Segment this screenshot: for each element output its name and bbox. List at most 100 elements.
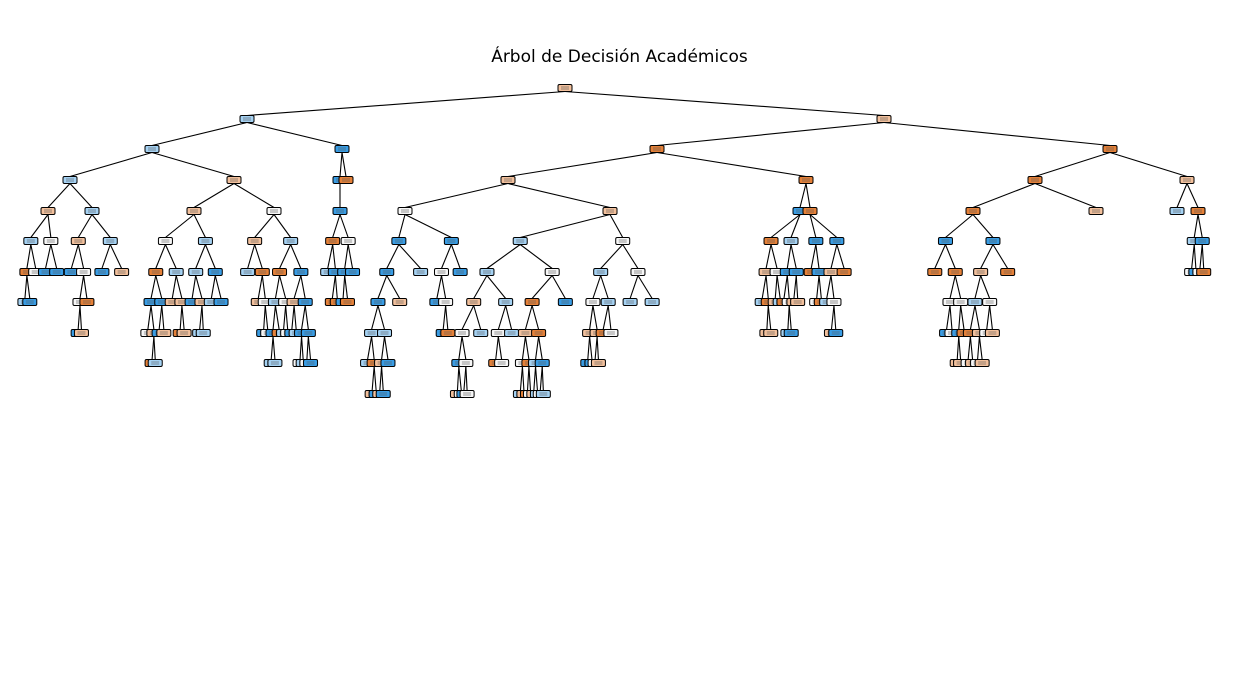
tree-node <box>1088 207 1104 215</box>
tree-edge <box>524 336 530 360</box>
tree-node <box>94 268 110 276</box>
tree-node <box>168 268 184 276</box>
tree-node <box>953 298 969 306</box>
tree-node <box>325 237 341 245</box>
tree-edge <box>339 152 343 177</box>
tree-edge <box>589 336 593 360</box>
tree-edge <box>974 275 982 299</box>
tree-node <box>334 145 350 153</box>
tree-node <box>452 268 468 276</box>
tree-edge <box>830 244 838 269</box>
tree-node <box>829 237 845 245</box>
tree-edge <box>977 336 980 360</box>
tree-edge <box>1201 244 1205 269</box>
tree-node <box>339 298 355 306</box>
tree-edge <box>564 90 885 117</box>
tree-edge <box>458 366 462 391</box>
tree-node <box>937 237 953 245</box>
tree-edge <box>147 305 152 330</box>
tree-edge <box>342 275 346 299</box>
tree-edge <box>790 244 797 269</box>
tree-edge <box>934 244 946 269</box>
tree-edge <box>486 244 521 269</box>
tree-edge <box>989 305 993 330</box>
tree-edge <box>155 244 166 269</box>
tree-node <box>973 268 989 276</box>
tree-edge <box>386 275 401 299</box>
tree-edge <box>972 182 1036 209</box>
tree-node <box>76 268 92 276</box>
tree-node <box>603 329 619 337</box>
tree-edge <box>165 214 195 238</box>
tree-node <box>459 390 475 398</box>
tree-edge <box>233 183 275 208</box>
tree-node <box>600 298 616 306</box>
tree-edge <box>436 275 443 299</box>
tree-edge <box>69 151 153 178</box>
tree-edge <box>161 305 165 330</box>
tree-edge <box>254 214 275 238</box>
tree-edge <box>344 244 349 269</box>
tree-node <box>23 237 39 245</box>
tree-edge <box>398 214 406 238</box>
tree-edge <box>528 366 532 391</box>
tree-edge <box>367 336 373 360</box>
tree-edge <box>458 336 463 360</box>
tree-edge <box>158 305 163 330</box>
tree-edge <box>622 244 639 269</box>
tree-node <box>340 237 356 245</box>
tree-edge <box>332 214 341 238</box>
tree-edge <box>1193 214 1199 238</box>
tree-edge <box>967 336 971 360</box>
tree-edge <box>442 305 447 330</box>
tree-node <box>63 268 79 276</box>
tree-edge <box>195 275 203 299</box>
tree-edge <box>47 183 71 208</box>
tree-edge <box>1199 244 1203 269</box>
tree-edge <box>272 305 276 330</box>
tree-node <box>798 176 814 184</box>
tree-edge <box>774 275 778 299</box>
tree-node <box>364 329 380 337</box>
tree-edge <box>341 152 347 177</box>
tree-edge <box>507 151 658 178</box>
tree-node <box>494 359 510 367</box>
tree-edge <box>833 305 837 330</box>
tree-node <box>114 268 130 276</box>
tree-edge <box>195 244 206 269</box>
tree-edge <box>949 275 956 299</box>
tree-edge <box>954 275 962 299</box>
tree-edge <box>47 214 52 238</box>
tree-edge <box>972 214 994 238</box>
tree-node <box>186 207 202 215</box>
tree-node <box>585 298 601 306</box>
tree-edge <box>535 366 539 391</box>
tree-edge <box>465 366 468 391</box>
tree-node <box>102 237 118 245</box>
tree-edge <box>770 214 801 238</box>
tree-edge <box>786 244 792 269</box>
tree-edge <box>404 182 509 209</box>
tree-edge <box>958 336 962 360</box>
tree-node <box>458 359 474 367</box>
tree-edge <box>339 214 349 238</box>
tree-edge <box>531 305 540 330</box>
tree-edge <box>783 275 788 299</box>
tree-node <box>156 329 172 337</box>
tree-edge <box>327 244 334 269</box>
tree-node <box>397 207 413 215</box>
tree-node <box>500 176 516 184</box>
tree-edge <box>551 275 566 299</box>
tree-node <box>440 329 456 337</box>
tree-node <box>293 268 309 276</box>
tree-node <box>22 298 38 306</box>
tree-edge <box>473 305 482 330</box>
tree-edge <box>958 305 962 330</box>
tree-edge <box>830 305 835 330</box>
tree-edge <box>274 305 280 330</box>
tree-node <box>392 298 408 306</box>
tree-edge <box>761 275 767 299</box>
tree-edge <box>151 151 235 178</box>
tree-edge <box>270 336 274 360</box>
tree-node <box>283 237 299 245</box>
